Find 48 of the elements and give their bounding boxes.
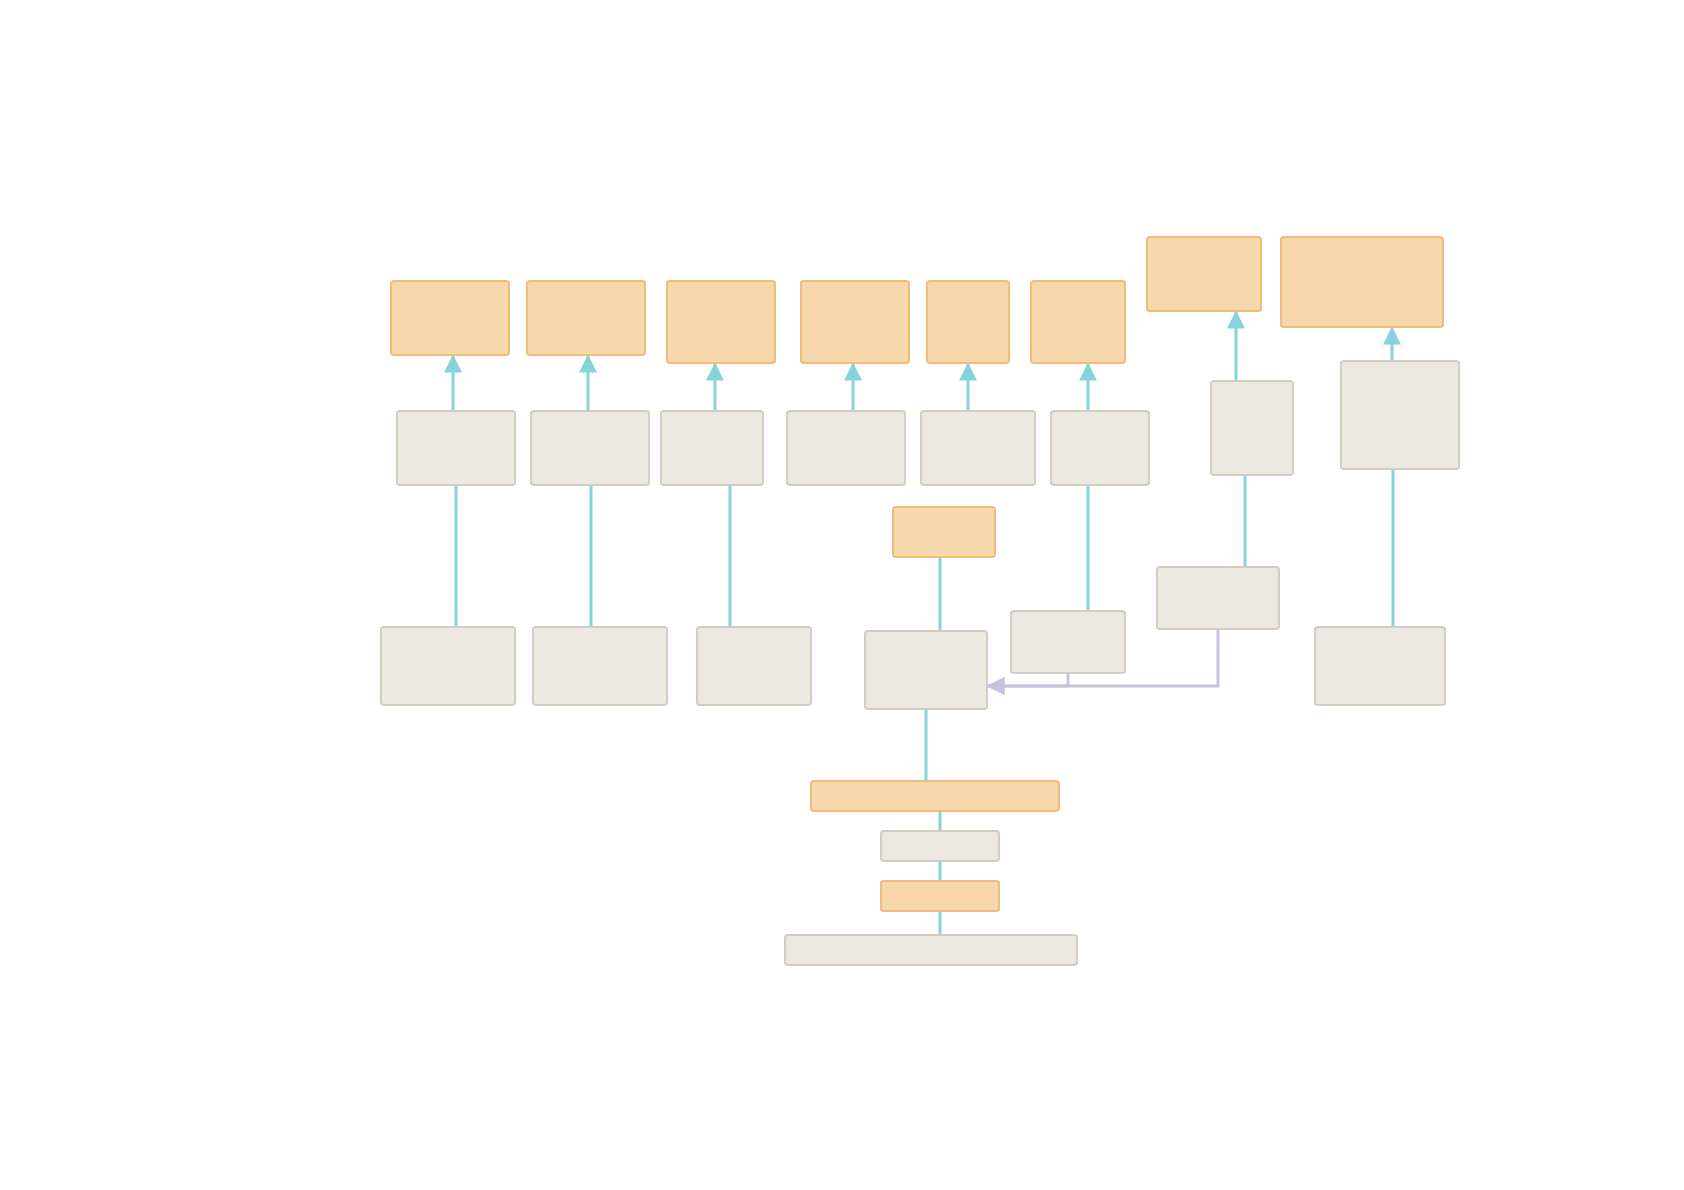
empty-box <box>380 626 516 706</box>
connector-line <box>938 558 942 630</box>
arrow <box>444 354 462 410</box>
arrow <box>986 674 1070 695</box>
connector-line <box>924 710 928 780</box>
empty-box <box>526 280 646 356</box>
arrow <box>959 362 977 410</box>
empty-box <box>786 410 906 486</box>
arrow <box>1383 326 1401 360</box>
empty-box <box>666 280 776 364</box>
empty-box <box>530 410 650 486</box>
arrow <box>844 362 862 410</box>
connector-line <box>589 486 593 626</box>
empty-box <box>880 880 1000 912</box>
empty-box <box>864 630 988 710</box>
connector-line <box>1391 470 1395 626</box>
empty-box <box>660 410 764 486</box>
empty-box <box>926 280 1010 364</box>
arrow <box>1079 362 1097 410</box>
empty-box <box>892 506 996 558</box>
empty-box <box>1030 280 1126 364</box>
empty-box <box>532 626 668 706</box>
empty-box <box>696 626 812 706</box>
connector-line <box>454 486 458 626</box>
empty-box <box>800 280 910 364</box>
connector-line <box>938 912 942 934</box>
empty-box <box>1280 236 1444 328</box>
connector-line <box>1243 476 1247 566</box>
empty-box <box>1146 236 1262 312</box>
connector-line <box>938 812 942 830</box>
empty-box <box>1156 566 1280 630</box>
arrow <box>706 362 724 410</box>
empty-box <box>810 780 1060 812</box>
arrow <box>1227 310 1245 380</box>
empty-box <box>1210 380 1294 476</box>
connector-line <box>728 486 732 626</box>
empty-box <box>784 934 1078 966</box>
empty-box <box>396 410 516 486</box>
empty-box <box>1010 610 1126 674</box>
empty-box <box>1340 360 1460 470</box>
empty-box <box>390 280 510 356</box>
empty-box <box>920 410 1036 486</box>
empty-box <box>1314 626 1446 706</box>
connector-line <box>938 862 942 880</box>
empty-box <box>880 830 1000 862</box>
empty-box <box>1050 410 1150 486</box>
connector-line <box>1086 486 1090 610</box>
arrow <box>579 354 597 410</box>
